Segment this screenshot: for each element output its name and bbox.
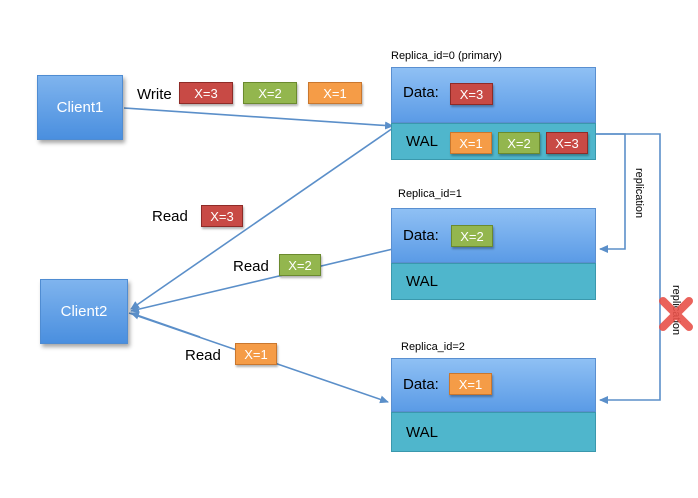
read-label-x2: Read	[233, 258, 269, 275]
read-value-x3: X=3	[201, 205, 243, 227]
client2-box: Client2	[40, 279, 128, 344]
read-arrow-primary	[130, 127, 394, 310]
replica0-wal-entry-3: X=3	[546, 132, 588, 154]
replication-label-ok: replication	[633, 168, 645, 219]
write-label: Write	[137, 86, 172, 103]
client2-label: Client2	[60, 303, 108, 320]
replica0-wal-label: WAL	[406, 133, 438, 150]
write-arrow	[123, 107, 394, 130]
write-value-x1: X=1	[308, 82, 362, 104]
replica1-data-label: Data:	[403, 227, 439, 244]
replica0-title: Replica_id=0 (primary)	[391, 50, 502, 62]
replica2-title: Replica_id=2	[401, 341, 465, 353]
read-value-x2: X=2	[279, 254, 321, 276]
write-value-x3: X=3	[179, 82, 233, 104]
replica1-data-value: X=2	[451, 225, 493, 247]
write-value-x2: X=2	[243, 82, 297, 104]
read-label-x1: Read	[185, 347, 221, 364]
replica0-wal-entry-2: X=2	[498, 132, 540, 154]
replica1-title: Replica_id=1	[398, 188, 462, 200]
replica0-data-box: Data: X=3	[391, 67, 596, 123]
replica0-data-value: X=3	[450, 83, 493, 105]
replica2-data-box: Data: X=1	[391, 358, 596, 412]
replica0-wal-entry-1: X=1	[450, 132, 492, 154]
replica1-wal-label: WAL	[406, 273, 438, 290]
client1-label: Client1	[56, 99, 104, 116]
replica2-data-value: X=1	[449, 373, 492, 395]
read-label-x3: Read	[152, 208, 188, 225]
replica0-wal-box: WAL X=1 X=2 X=3	[391, 123, 596, 160]
read-arrow-replica2-back	[130, 311, 201, 338]
replica2-wal-box: WAL	[391, 412, 596, 452]
client1-box: Client1	[37, 75, 123, 140]
x-mark-icon	[659, 297, 693, 331]
replica1-wal-box: WAL	[391, 263, 596, 300]
replica0-data-label: Data:	[403, 84, 439, 101]
replication-line-1	[596, 133, 626, 253]
replica2-data-label: Data:	[403, 376, 439, 393]
read-value-x1: X=1	[235, 343, 277, 365]
read-arrow-replica1	[130, 248, 394, 314]
replica2-wal-label: WAL	[406, 424, 438, 441]
replica1-data-box: Data: X=2	[391, 208, 596, 263]
replication-line-2	[596, 133, 661, 404]
